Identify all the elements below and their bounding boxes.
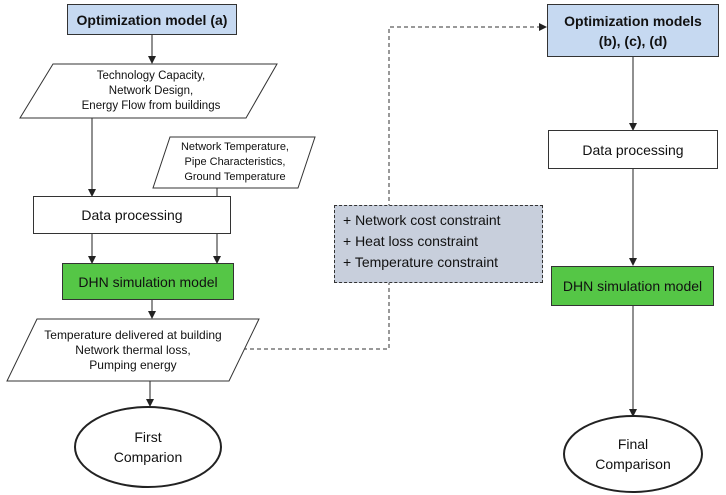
data-processing-right-label: Data processing xyxy=(582,141,684,158)
results-left-text: Temperature delivered at building Networ… xyxy=(44,327,222,372)
dhn-simulation-left-label: DHN simulation model xyxy=(78,273,218,290)
constraint-heat-loss: + Heat loss constraint xyxy=(343,233,479,249)
data-processing-left-label: Data processing xyxy=(81,207,183,223)
optimization-model-a-box: Optimization model (a) xyxy=(67,4,237,35)
constraint-temperature: + Temperature constraint xyxy=(343,254,498,270)
constraint-network-cost: + Network cost constraint xyxy=(343,212,501,228)
outputs-a-shape xyxy=(19,63,278,119)
network-params-shape xyxy=(152,136,316,189)
network-params-text: Network Temperature, Pipe Characteristic… xyxy=(180,141,289,183)
dhn-simulation-right-box: DHN simulation model xyxy=(551,266,714,306)
outputs-a-text: Technology Capacity, Network Design, Ene… xyxy=(81,69,221,112)
dhn-simulation-right-label: DHN simulation model xyxy=(562,278,703,294)
optimization-models-bcd-label: Optimization models (b), (c), (d) xyxy=(564,12,702,49)
data-processing-right-box: Data processing xyxy=(548,130,718,169)
final-comparison-shape xyxy=(563,415,703,493)
dhn-simulation-left-box: DHN simulation model xyxy=(62,263,234,300)
constraints-box: + Network cost constraint + Heat loss co… xyxy=(334,205,543,283)
optimization-models-bcd-box: Optimization models (b), (c), (d) xyxy=(547,4,719,57)
dashed-feedback-path xyxy=(229,23,547,350)
final-comparison-label: Final Comparison xyxy=(595,436,671,472)
data-processing-left-box: Data processing xyxy=(33,196,231,234)
optimization-model-a-label: Optimization model (a) xyxy=(76,11,228,28)
first-comparison-shape xyxy=(74,406,222,488)
results-left-shape xyxy=(6,318,260,382)
first-comparison-label: First Comparion xyxy=(113,429,183,465)
